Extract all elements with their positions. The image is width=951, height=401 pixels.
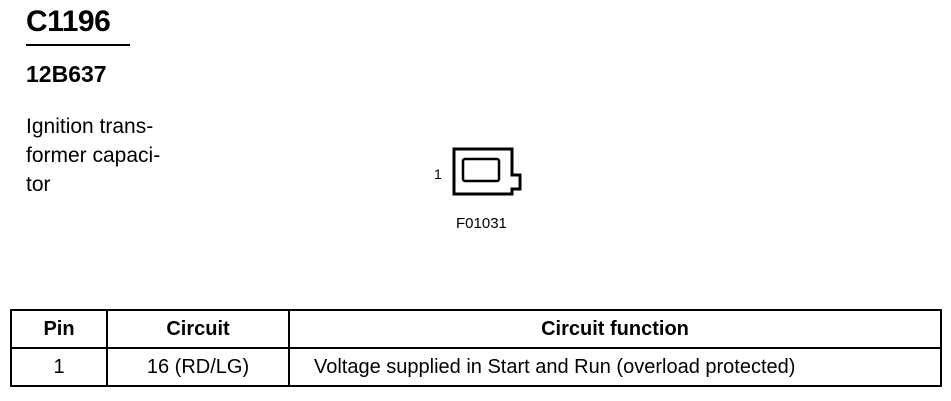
description-line: Ignition trans- [26, 115, 154, 138]
connector-id: C1196 [26, 5, 111, 38]
column-header-circuit-function: Circuit function [288, 309, 942, 349]
part-number: 12B637 [26, 61, 107, 87]
connector-face-icon [452, 147, 522, 196]
connector-description: Ignition trans- former capaci- tor [26, 112, 160, 199]
description-line: tor [26, 173, 51, 196]
pin-number-label: 1 [434, 166, 442, 182]
column-header-pin: Pin [10, 309, 108, 349]
cell-pin: 1 [10, 347, 108, 387]
cell-circuit: 16 (RD/LG) [106, 347, 290, 387]
description-line: former capaci- [26, 144, 161, 167]
cell-circuit-function: Voltage supplied in Start and Run (overl… [288, 347, 942, 387]
pinout-table: Pin Circuit Circuit function 1 16 (RD/LG… [10, 309, 942, 387]
title-underline [26, 44, 130, 46]
figure-code: F01031 [456, 215, 507, 232]
table-row: 1 16 (RD/LG) Voltage supplied in Start a… [10, 347, 942, 387]
column-header-circuit: Circuit [106, 309, 290, 349]
table-header-row: Pin Circuit Circuit function [10, 309, 942, 349]
